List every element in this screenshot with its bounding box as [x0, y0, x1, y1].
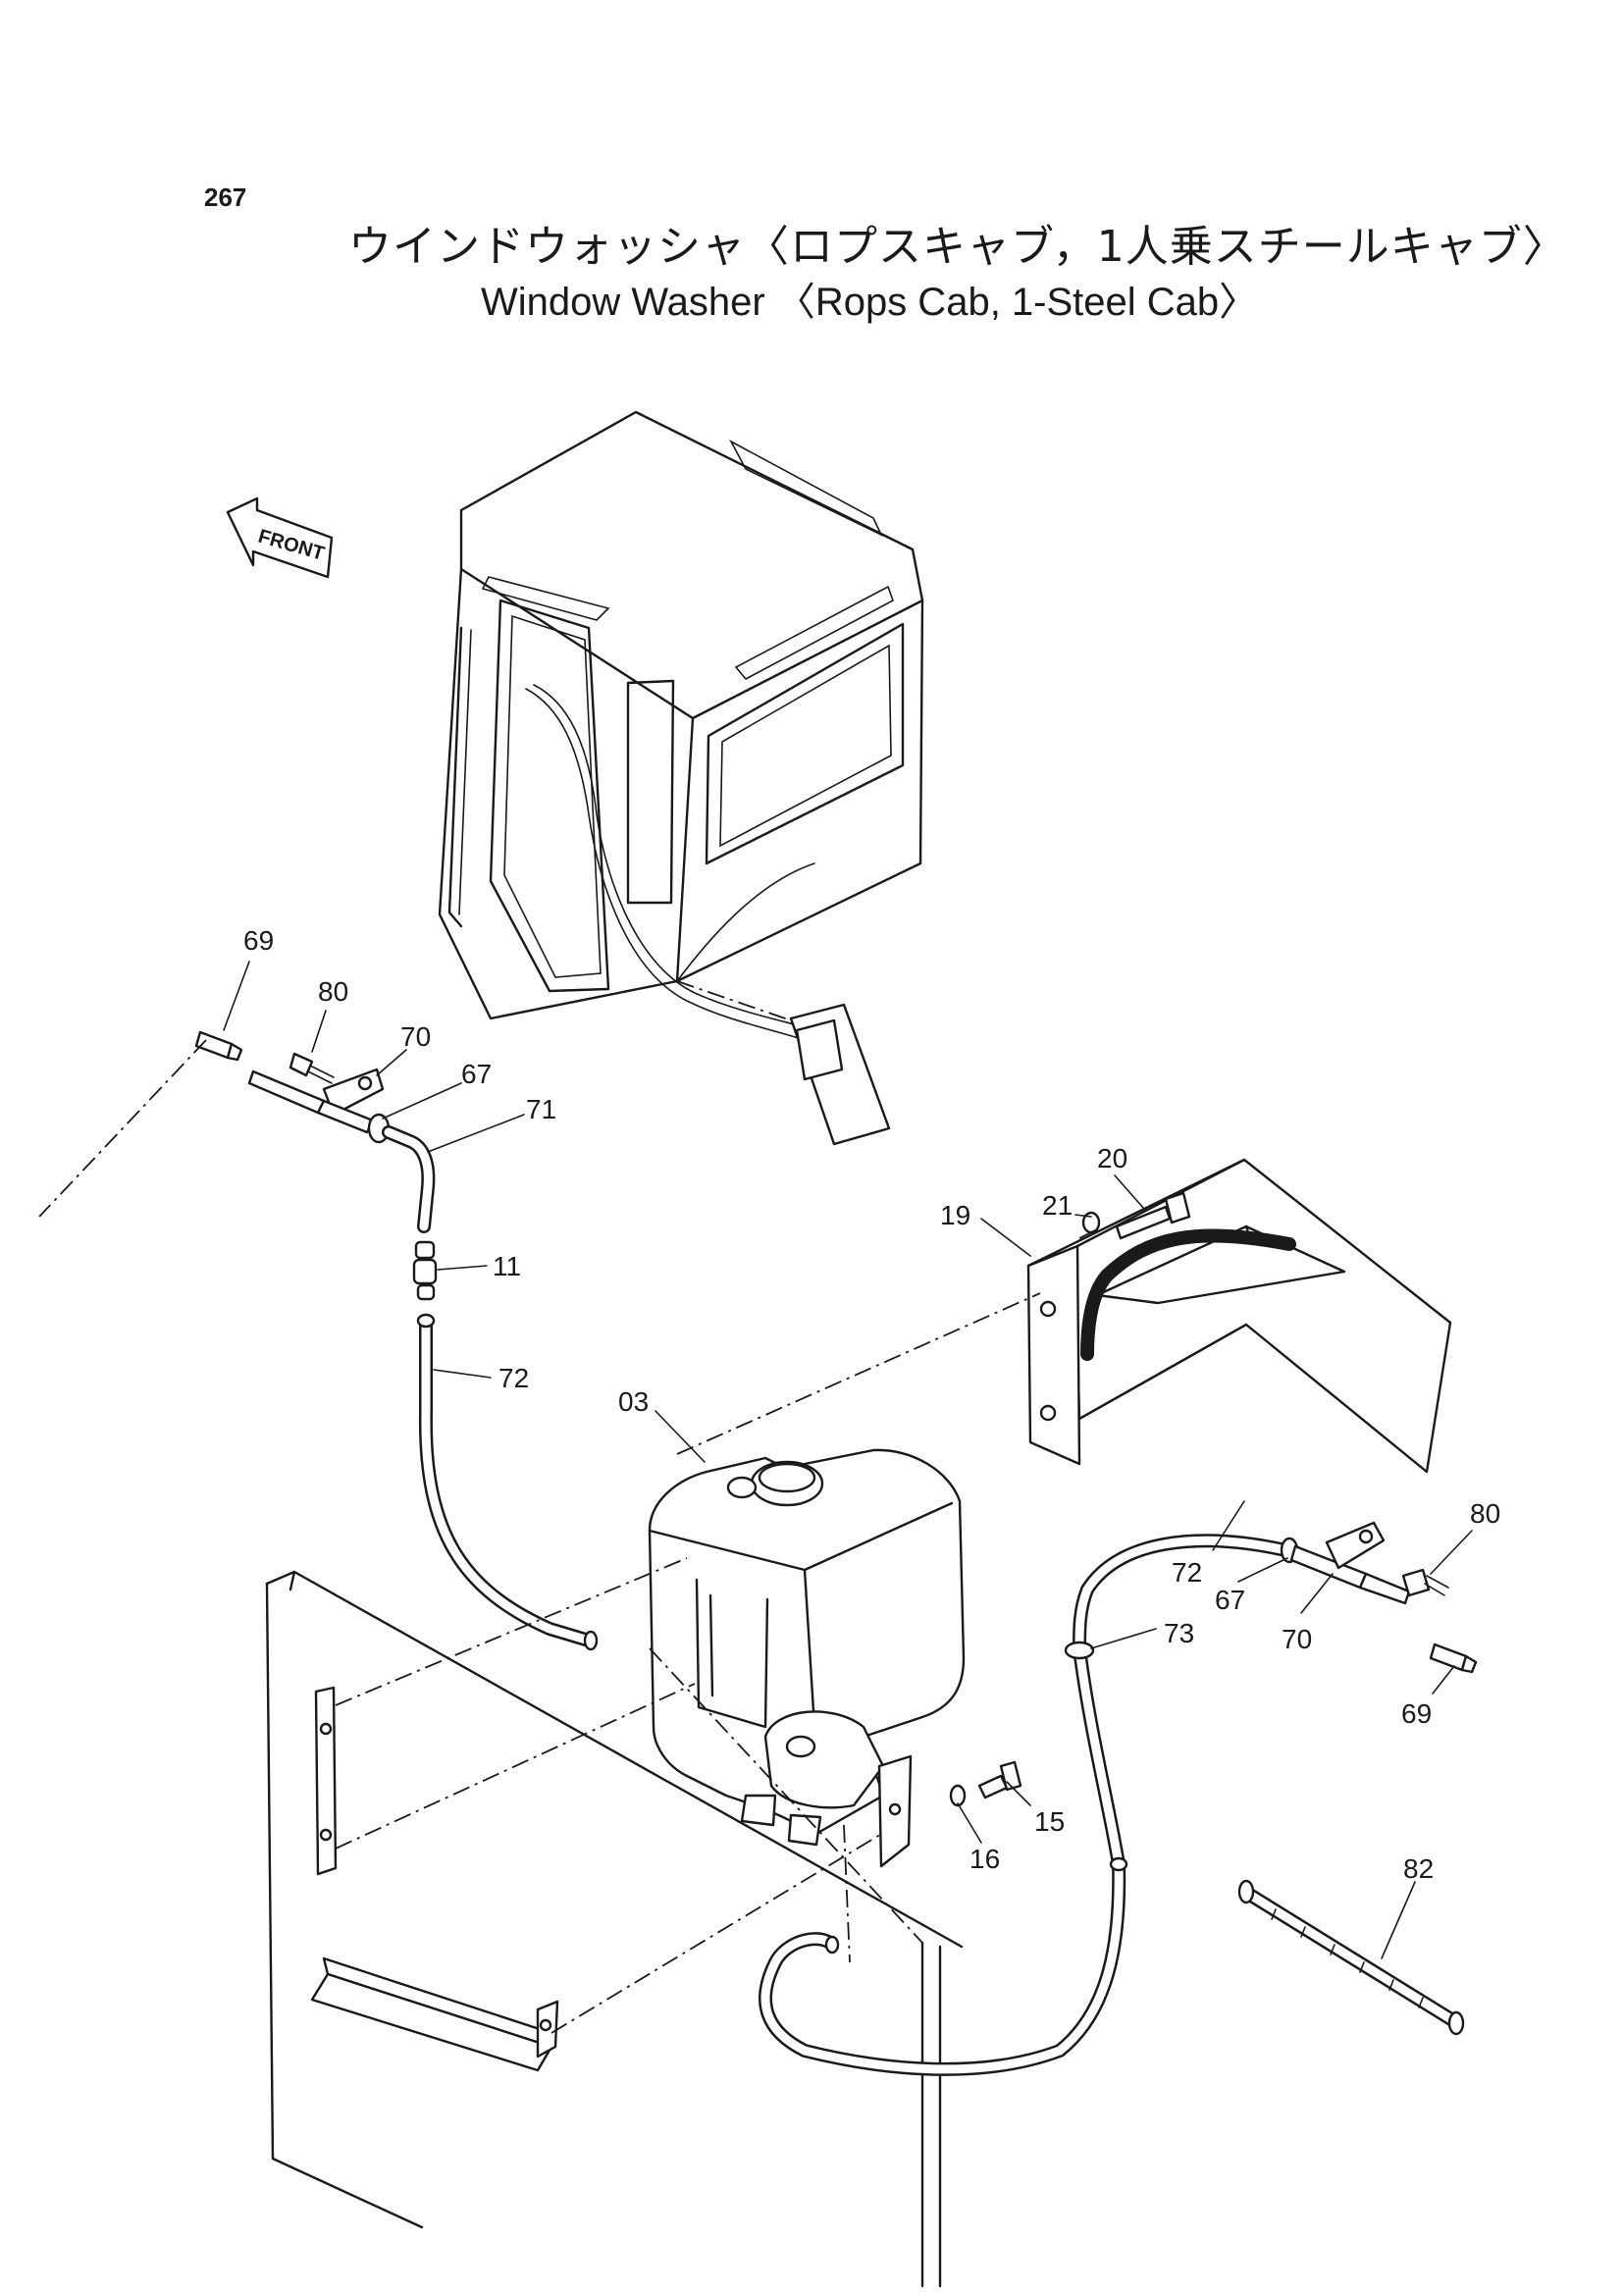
page-title-japanese: ウインドウォッシャ〈ロプスキャブ，1人乗スチールキャブ〉: [348, 222, 1567, 272]
callout-80-top: 80: [318, 976, 348, 1007]
assembly-lines: [38, 1039, 1041, 2034]
callout-15: 15: [1034, 1806, 1065, 1837]
callout-69-right: 69: [1401, 1698, 1432, 1729]
callout-labels: 69 80 70 67 71 11 72 03 20 21 19 80 72 6…: [243, 925, 1500, 1884]
hose-right: [759, 1228, 1299, 2076]
callout-11: 11: [493, 1251, 521, 1281]
callout-82: 82: [1403, 1853, 1434, 1884]
callout-19: 19: [940, 1200, 970, 1230]
callout-67-top: 67: [461, 1059, 492, 1089]
callout-70-right: 70: [1282, 1624, 1312, 1654]
callout-67-right: 67: [1215, 1585, 1245, 1615]
tank-bracket: [1026, 1158, 1452, 1474]
callout-71: 71: [526, 1094, 556, 1124]
callout-70-top: 70: [400, 1021, 431, 1052]
spare-hose: [1237, 1879, 1465, 2036]
callout-72-left: 72: [498, 1363, 529, 1393]
callout-80-right: 80: [1470, 1498, 1500, 1529]
rops-cab: [438, 410, 924, 1146]
nozzle-assembly-right: [1289, 1521, 1478, 1674]
callout-03: 03: [618, 1386, 649, 1417]
mounting-panel: [265, 1570, 964, 2288]
nozzle-assembly-left: [194, 1030, 599, 1651]
callout-73: 73: [1164, 1618, 1194, 1648]
callout-21: 21: [1042, 1190, 1073, 1221]
callout-16: 16: [969, 1844, 1000, 1874]
callout-20: 20: [1097, 1143, 1127, 1173]
page-title-english: Window Washer 〈Rops Cab, 1-Steel Cab〉: [481, 281, 1259, 324]
leader-lines: [223, 961, 1473, 1959]
page-number: 267: [204, 182, 247, 212]
front-arrow-icon: FRONT: [226, 496, 334, 579]
callout-72-right: 72: [1172, 1557, 1202, 1588]
washer-tank: [648, 1448, 1022, 1868]
callout-69-top: 69: [243, 925, 274, 956]
